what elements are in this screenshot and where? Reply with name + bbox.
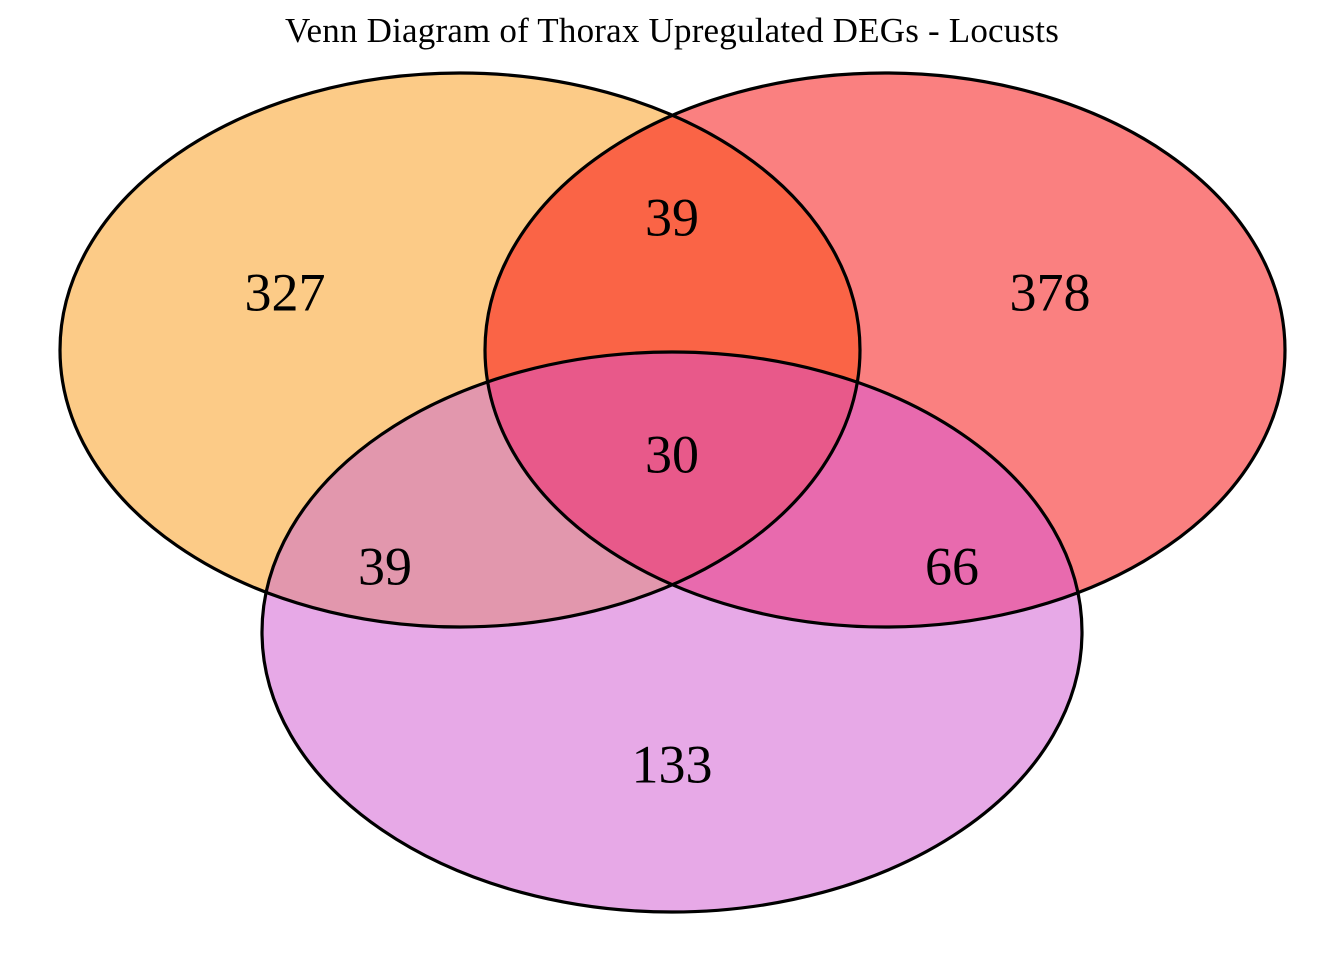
region-label-c-only: 133 xyxy=(632,734,713,794)
region-label-a-c: 39 xyxy=(358,536,412,596)
region-label-b-only: 378 xyxy=(1010,262,1091,322)
region-label-a-b: 39 xyxy=(645,187,699,247)
region-label-a-b-c: 30 xyxy=(645,424,699,484)
region-label-b-c: 66 xyxy=(925,536,979,596)
page-title: Venn Diagram of Thorax Upregulated DEGs … xyxy=(284,11,1060,50)
region-label-a-only: 327 xyxy=(245,262,326,322)
